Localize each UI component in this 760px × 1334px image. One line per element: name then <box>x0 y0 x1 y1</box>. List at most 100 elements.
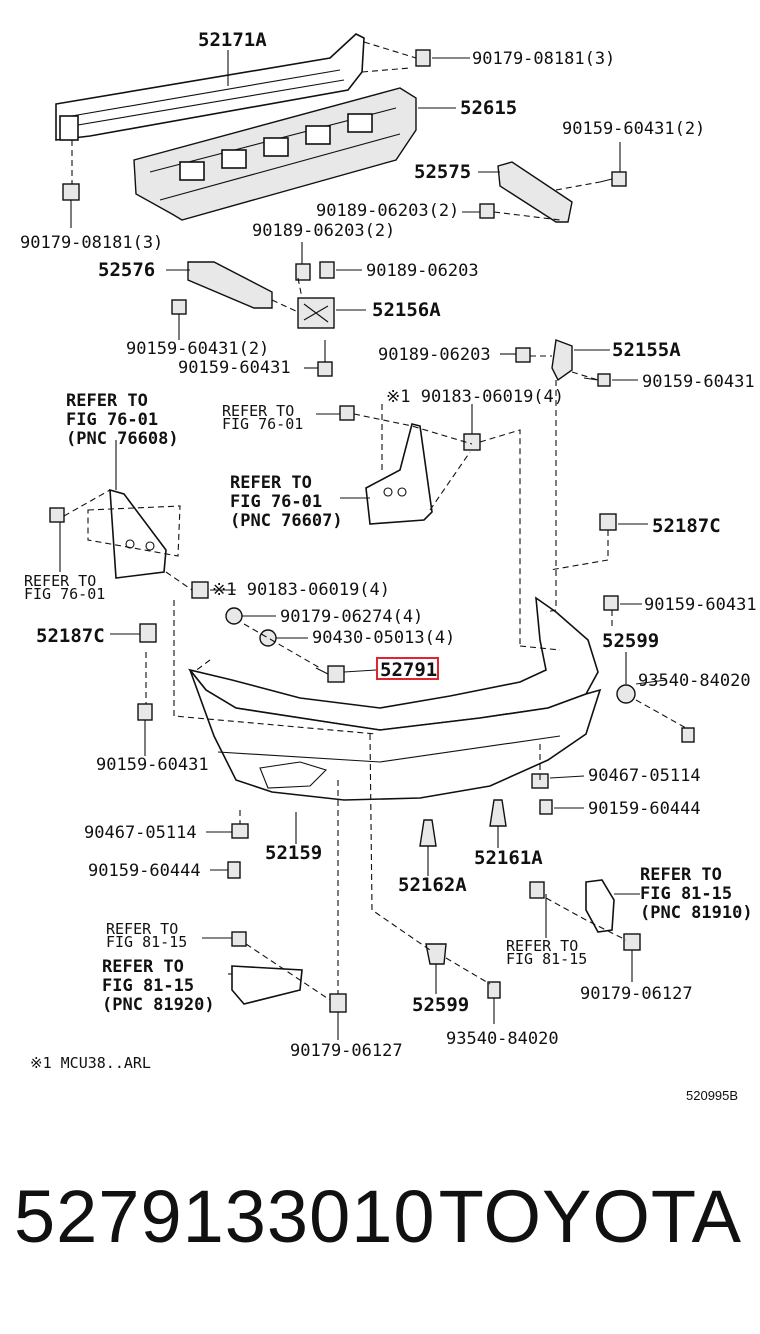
label-90159-60431-2-left: 90159-60431(2) <box>126 339 269 359</box>
label-93540-84020-bottom: 93540-84020 <box>446 1029 559 1049</box>
label-90467-05114-right: 90467-05114 <box>588 766 701 786</box>
label-52159: 52159 <box>265 842 322 864</box>
label-90159-60431-r2: 90159-60431 <box>644 595 757 615</box>
label-90159-60431-mid: 90159-60431 <box>178 358 291 378</box>
retainer-52187C-right <box>599 513 617 531</box>
label-refer-to-b: REFER TO <box>222 402 294 420</box>
label-90159-60431-2-right: 90159-60431(2) <box>562 119 705 139</box>
highlight-box-52791 <box>376 657 439 680</box>
label-pnc-76607: (PNC 76607) <box>230 511 343 531</box>
label-90159-60431-right-edge: 90159-60431 <box>642 372 755 392</box>
label-fig-81-15-e: FIG 81-15 <box>640 884 732 904</box>
bolt-90159-60444-l <box>227 861 241 879</box>
label-90467-05114-left: 90467-05114 <box>84 823 197 843</box>
bolt-90159-60431-bl <box>137 703 153 721</box>
label-90179-06127-bottom: 90179-06127 <box>290 1041 403 1061</box>
label-52575: 52575 <box>414 161 471 183</box>
label-90179-06274-4: 90179-06274(4) <box>280 607 423 627</box>
part-52159-bumper-cover <box>187 596 602 801</box>
part-52575-bracket <box>497 161 573 223</box>
label-refer-to-h: REFER TO <box>102 957 184 977</box>
label-90159-60444-right: 90159-60444 <box>588 799 701 819</box>
label-90179-08181-3-top: 90179-08181(3) <box>472 49 615 69</box>
assembly-lines <box>63 41 687 1001</box>
part-52155A-retainer <box>551 339 573 382</box>
label-90189-06203-2-a: 90189-06203(2) <box>316 201 459 221</box>
clip-90179-06127-bottom <box>329 993 347 1013</box>
bolt-refer-81-15-b <box>231 931 247 947</box>
part-reflector-81910 <box>585 879 615 933</box>
label-fig-76-01-c: FIG 76-01 <box>230 492 322 512</box>
part-number: 5279133010 <box>14 1175 436 1258</box>
brand-name: TOYOTA <box>438 1175 742 1258</box>
label-52791: 52791 <box>380 659 437 681</box>
label-52161A: 52161A <box>474 847 543 869</box>
label-refer-to-a: REFER TO <box>66 391 148 411</box>
washer-90430-05013 <box>259 629 277 647</box>
parts-diagram: 52171A 90179-08181(3) 52615 90159-60431(… <box>20 29 757 1103</box>
part-52576-bracket <box>187 261 273 309</box>
leader-lines <box>59 50 667 1040</box>
label-fig-76-01-a: FIG 76-01 <box>66 410 158 430</box>
label-pnc-76608: (PNC 76608) <box>66 429 179 449</box>
bolt-refer-81-15-a <box>529 881 545 899</box>
label-90183-06019-4-top: ※1 90183-06019(4) <box>386 387 564 407</box>
rivet-52599-bottom <box>425 943 447 965</box>
clip-90179-06274 <box>225 607 243 625</box>
part-52615-absorber <box>133 87 417 221</box>
screw-93540-84020-bottom <box>487 981 501 999</box>
label-fig-76-01-d: FIG 76-01 <box>24 585 105 603</box>
label-52599-bottom: 52599 <box>412 994 469 1016</box>
label-fig-81-15-g: FIG 81-15 <box>506 950 587 968</box>
bolt-90159-60431-left <box>171 299 187 340</box>
footnote: ※1 MCU38..ARL <box>30 1054 151 1072</box>
label-90159-60444-left: 90159-60444 <box>88 861 201 881</box>
label-93540-84020-top: 93540-84020 <box>638 671 751 691</box>
retainer-52187C-left <box>139 623 157 643</box>
label-90183-06019-4-mid: ※1 90183-06019(4) <box>212 580 390 600</box>
screw-93540-84020-top <box>681 727 695 743</box>
label-90189-06203-right: 90189-06203 <box>378 345 491 365</box>
bolt-90159-60431-r2 <box>603 595 619 611</box>
label-pnc-81910: (PNC 81910) <box>640 903 753 923</box>
label-52171A: 52171A <box>198 29 267 51</box>
label-fig-81-15-f: FIG 81-15 <box>106 933 187 951</box>
nut-90467-05114-l <box>231 823 249 839</box>
label-pnc-81920: (PNC 81920) <box>102 995 215 1015</box>
label-52599-top: 52599 <box>602 630 659 652</box>
footer: 5279133010 TOYOTA <box>0 1180 760 1290</box>
label-refer-to-d: REFER TO <box>24 572 96 590</box>
label-52155A: 52155A <box>612 339 681 361</box>
label-fig-81-15-h: FIG 81-15 <box>102 976 194 996</box>
label-52162A: 52162A <box>398 874 467 896</box>
label-90189-06203: 90189-06203 <box>366 261 479 281</box>
part-reflector-81920 <box>231 965 303 1005</box>
rivet-52599-top <box>616 684 636 704</box>
label-52187C-right: 52187C <box>652 515 721 537</box>
clip-90179-08181-top <box>415 49 431 67</box>
bolt-90159-60431-right-edge <box>583 373 611 387</box>
clip-90189-06203-right <box>515 347 531 363</box>
bolt-90159-60431-right <box>599 171 627 187</box>
label-refer-to-f: REFER TO <box>106 920 178 938</box>
part-mudguard-76607 <box>365 423 433 525</box>
clip-90179-08181-left <box>62 183 80 201</box>
clip-90189-06203-b <box>295 261 335 281</box>
part-52156A-retainer <box>297 297 335 329</box>
bolt-90159-60431-mid <box>317 340 333 377</box>
label-refer-to-g: REFER TO <box>506 937 578 955</box>
label-52576: 52576 <box>98 259 155 281</box>
clip-52161A <box>489 799 507 827</box>
label-refer-to-c: REFER TO <box>230 473 312 493</box>
label-90179-08181-3-left: 90179-08181(3) <box>20 233 163 253</box>
clip-52162A <box>419 819 437 847</box>
label-52156A: 52156A <box>372 299 441 321</box>
nut-90183-06019-mid <box>191 581 209 599</box>
label-90189-06203-2-b: 90189-06203(2) <box>252 221 395 241</box>
figure-code: 520995B <box>686 1088 738 1103</box>
label-52187C-left: 52187C <box>36 625 105 647</box>
clip-90179-06127-r <box>623 933 641 951</box>
part-52791-retainer <box>315 665 345 683</box>
label-90159-60431-bl: 90159-60431 <box>96 755 209 775</box>
bolt-refer-76-01-left <box>49 507 65 523</box>
